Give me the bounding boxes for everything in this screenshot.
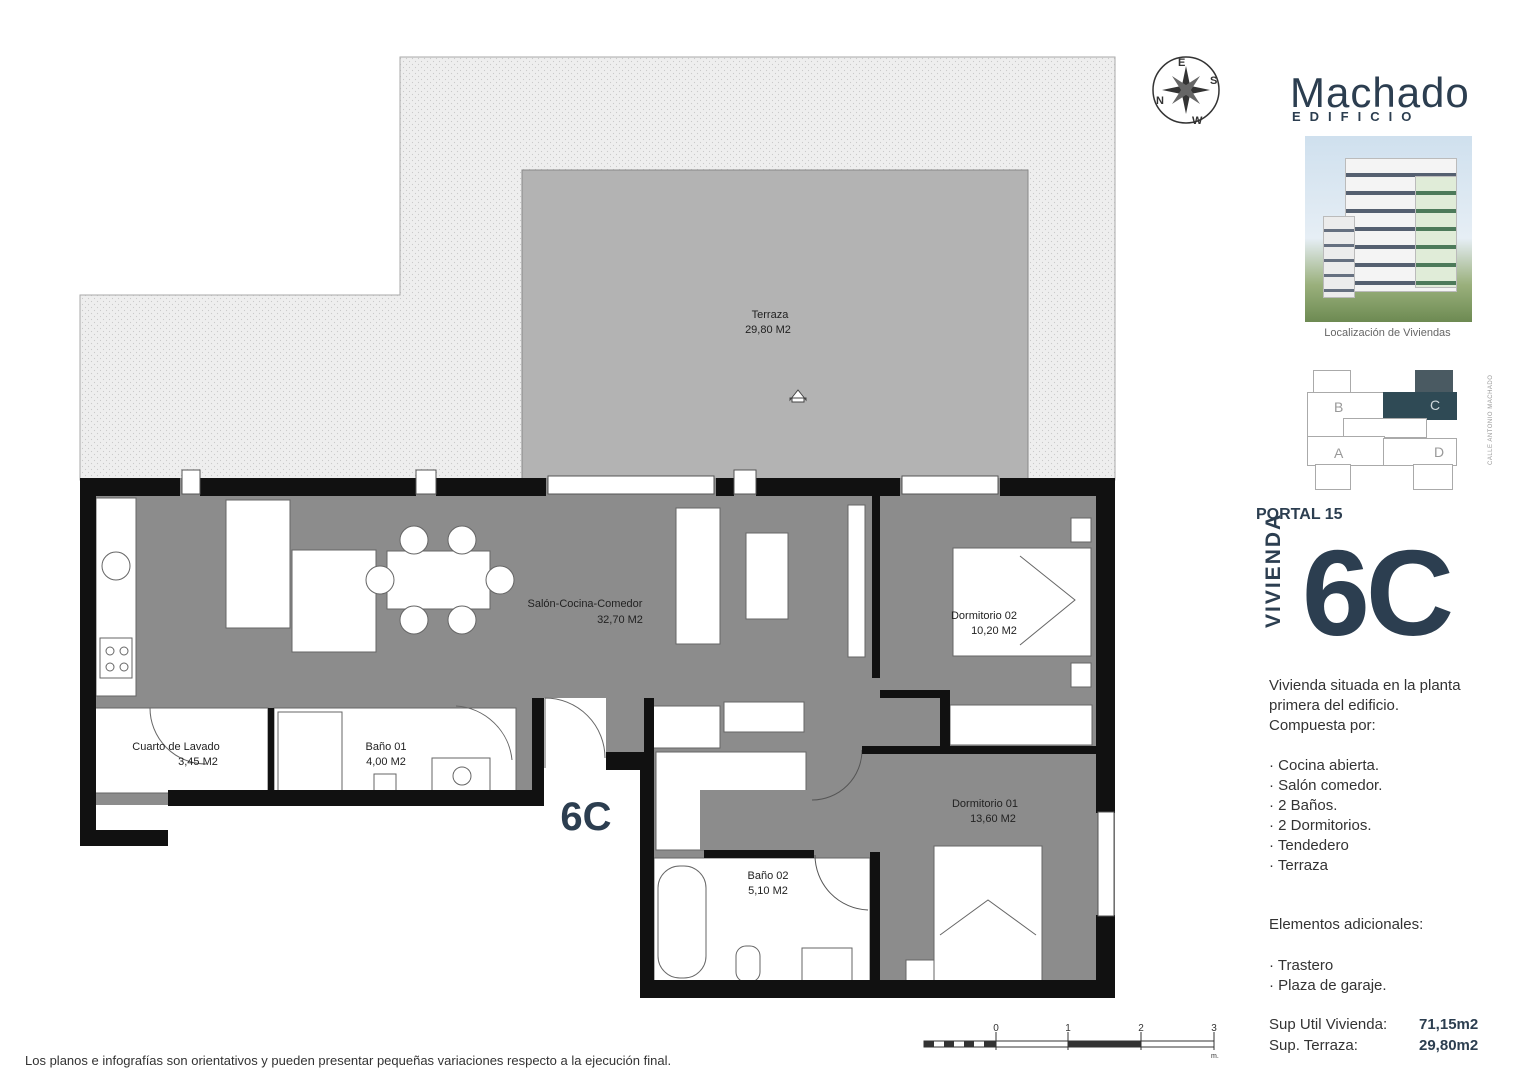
list-item: · Terraza: [1269, 857, 1328, 874]
room-salon-area: 32,70 M2: [597, 614, 643, 626]
vent-icon: [789, 389, 807, 403]
entrance: [538, 698, 606, 768]
scale-bar: 0 1 2 3 m.: [923, 1023, 1219, 1060]
key-plan: B C A D: [1305, 368, 1465, 493]
disclaimer: Los planos e infografías son orientativo…: [25, 1053, 672, 1068]
vivienda-label: VIVIENDA: [1262, 512, 1285, 628]
windows: [181, 469, 1115, 917]
desc-line: primera del edificio.: [1269, 697, 1400, 714]
room-lavado-name: Cuarto de Lavado: [132, 741, 219, 753]
surface-terrace-row: Sup. Terraza: 29,80m2: [1269, 1037, 1499, 1054]
brand-title: Machado: [1290, 69, 1470, 116]
unit-description: Vivienda situada en la planta primera de…: [1269, 676, 1519, 736]
room-bano02-name: Baño 02: [748, 870, 789, 882]
bed-01: [933, 845, 1043, 983]
scale-tick-0: 0: [993, 1023, 999, 1034]
surface-terrace-value: 29,80m2: [1419, 1037, 1479, 1054]
room-dorm02-name: Dormitorio 02: [951, 610, 1017, 622]
surface-terrace-label: Sup. Terraza:: [1269, 1037, 1358, 1054]
extras-title: Elementos adicionales:: [1269, 916, 1424, 933]
bathtub: [657, 865, 707, 979]
bed-02: [952, 547, 1092, 657]
room-salon-name: Salón-Cocina-Comedor: [528, 598, 643, 610]
list-item: · Salón comedor.: [1269, 777, 1383, 794]
shower: [277, 711, 343, 795]
dining-chairs: [365, 525, 515, 635]
scale-unit: m.: [1211, 1053, 1219, 1060]
compass-w: W: [1192, 115, 1203, 127]
wardrobe-02: [949, 704, 1093, 746]
building-photo: [1305, 136, 1472, 322]
list-item: · Cocina abierta.: [1269, 757, 1380, 774]
compass-s: S: [1210, 75, 1217, 87]
extras-list: · Trastero · Plaza de garaje.: [1269, 956, 1519, 996]
sofa: [675, 507, 721, 645]
walls: [80, 478, 1115, 998]
desc-line: Vivienda situada en la planta: [1269, 677, 1461, 694]
list-item: · 2 Dormitorios.: [1269, 817, 1372, 834]
list-item: · Trastero: [1269, 957, 1334, 974]
terrace-inner: [521, 169, 1029, 481]
room-terraza-name: Terraza: [752, 309, 790, 321]
portal-label: PORTAL 15: [1256, 506, 1343, 523]
photo-caption: Localización de Viviendas: [1324, 327, 1451, 339]
closet-a: [651, 705, 721, 749]
room-bano01-area: 4,00 M2: [366, 756, 406, 768]
room-bano01-name: Baño 01: [366, 741, 407, 753]
unit-code: 6C: [1302, 525, 1454, 661]
plan-unit-marker: 6C: [560, 795, 611, 839]
tv-unit: [847, 504, 866, 658]
desc-line: Compuesta por:: [1269, 717, 1376, 734]
room-terraza-area: 29,80 M2: [745, 324, 791, 336]
coffee-table: [745, 532, 789, 620]
kitchen-island: [225, 499, 291, 629]
room-dorm01-area: 13,60 M2: [970, 813, 1016, 825]
compass-icon: N E S W: [1152, 56, 1220, 127]
surface-util-value: 71,15m2: [1419, 1016, 1479, 1033]
room-dorm01-name: Dormitorio 01: [952, 798, 1018, 810]
sink-icon: [101, 551, 131, 581]
compass-n: N: [1156, 95, 1164, 107]
list-item: · 2 Baños.: [1269, 797, 1338, 814]
washbasin-02: [801, 947, 853, 983]
brand-subtitle: EDIFICIO: [1292, 109, 1421, 124]
room-lavado-area: 3,45 M2: [178, 756, 218, 768]
island-table: [291, 549, 377, 653]
key-cell-c: C: [1383, 392, 1457, 420]
room-bano02-area: 5,10 M2: [748, 885, 788, 897]
key-cell-d: D: [1383, 438, 1457, 466]
scale-tick-3: 3: [1211, 1023, 1217, 1034]
surface-util-label: Sup Util Vivienda:: [1269, 1016, 1388, 1033]
list-item: · Tendedero: [1269, 837, 1349, 854]
closet-b: [723, 701, 805, 733]
floor-plan: Terraza 29,80 M2 Salón-Cocina-Comedor 32…: [79, 56, 1220, 1060]
scale-tick-2: 2: [1138, 1023, 1144, 1034]
cooktop-icon: [99, 637, 133, 679]
list-item: · Plaza de garaje.: [1269, 977, 1387, 994]
street-label: CALLE ANTONIO MACHADO: [1488, 374, 1494, 465]
key-cell-a: A: [1307, 436, 1385, 466]
room-dorm02-area: 10,20 M2: [971, 625, 1017, 637]
scale-tick-1: 1: [1065, 1023, 1071, 1034]
dining-table: [386, 550, 491, 610]
compass-e: E: [1178, 57, 1185, 69]
features-list: · Cocina abierta. · Salón comedor. · 2 B…: [1269, 756, 1519, 876]
surface-util-row: Sup Util Vivienda: 71,15m2: [1269, 1016, 1499, 1033]
